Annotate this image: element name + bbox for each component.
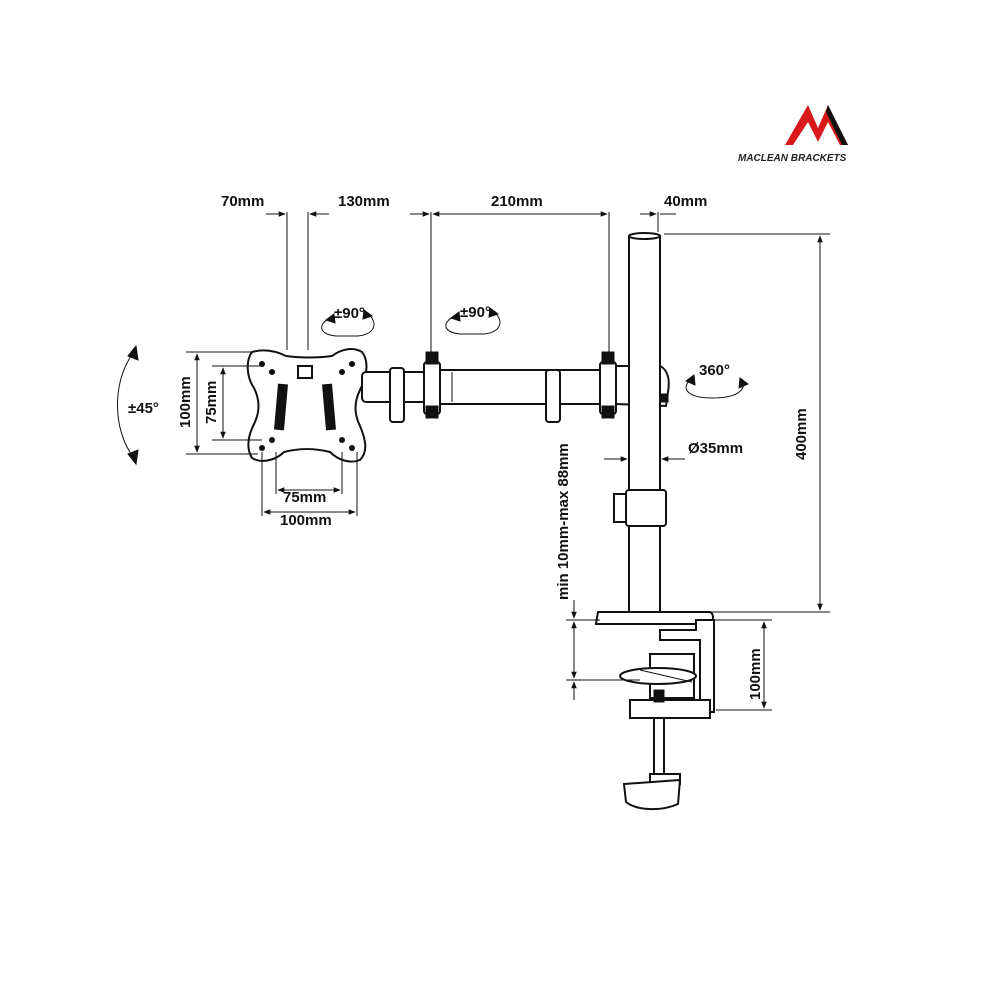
vesa-v-inner-label: 75mm <box>203 381 220 424</box>
swivel-head-label: ±90° <box>334 305 365 322</box>
pole-diameter-dim: Ø35mm <box>604 440 743 462</box>
desk-thickness-label: min 10mm-max 88mm <box>555 443 572 600</box>
clamp-height-dim: 100mm <box>712 619 772 711</box>
dim-label-40mm: 40mm <box>664 193 707 210</box>
logo-mark-icon <box>785 105 848 145</box>
rotation-swivel-arm: ±90° <box>445 304 501 335</box>
vesa-vertical-dims: 100mm 75mm <box>177 351 262 455</box>
vesa-h-inner-label: 75mm <box>283 489 326 506</box>
vesa-h-outer-label: 100mm <box>280 512 332 529</box>
rotation-tilt: ±45° <box>117 344 159 466</box>
pole-diameter-label: Ø35mm <box>688 440 743 457</box>
brand-name: MACLEAN BRACKETS <box>738 153 847 164</box>
logo-mark-shadow-icon <box>826 105 848 145</box>
dim-label-130mm: 130mm <box>338 193 390 210</box>
swivel-arm-label: ±90° <box>460 304 491 321</box>
top-dimension-row: 70mm 130mm 210mm 40mm <box>221 193 707 352</box>
height-total-label: 400mm <box>793 408 810 460</box>
dim-label-70mm: 70mm <box>221 193 264 210</box>
tilt-label: ±45° <box>128 400 159 417</box>
desk-thickness-dim: min 10mm-max 88mm <box>555 443 640 700</box>
vesa-plate <box>246 348 368 463</box>
mount-arm <box>361 351 670 423</box>
clamp-height-label: 100mm <box>747 648 764 700</box>
height-dim: 400mm <box>664 233 830 613</box>
dim-label-210mm: 210mm <box>491 193 543 210</box>
vesa-v-outer-label: 100mm <box>177 376 194 428</box>
vesa-horizontal-dims: 75mm 100mm <box>261 452 358 529</box>
rotation-pole: 360° <box>685 362 749 399</box>
rotation-swivel-head: ±90° <box>321 305 375 337</box>
mount-pole <box>613 232 667 621</box>
pole-rotation-label: 360° <box>699 362 730 379</box>
brand-logo: MACLEAN BRACKETS <box>738 105 848 164</box>
desk-clamp <box>594 611 715 810</box>
